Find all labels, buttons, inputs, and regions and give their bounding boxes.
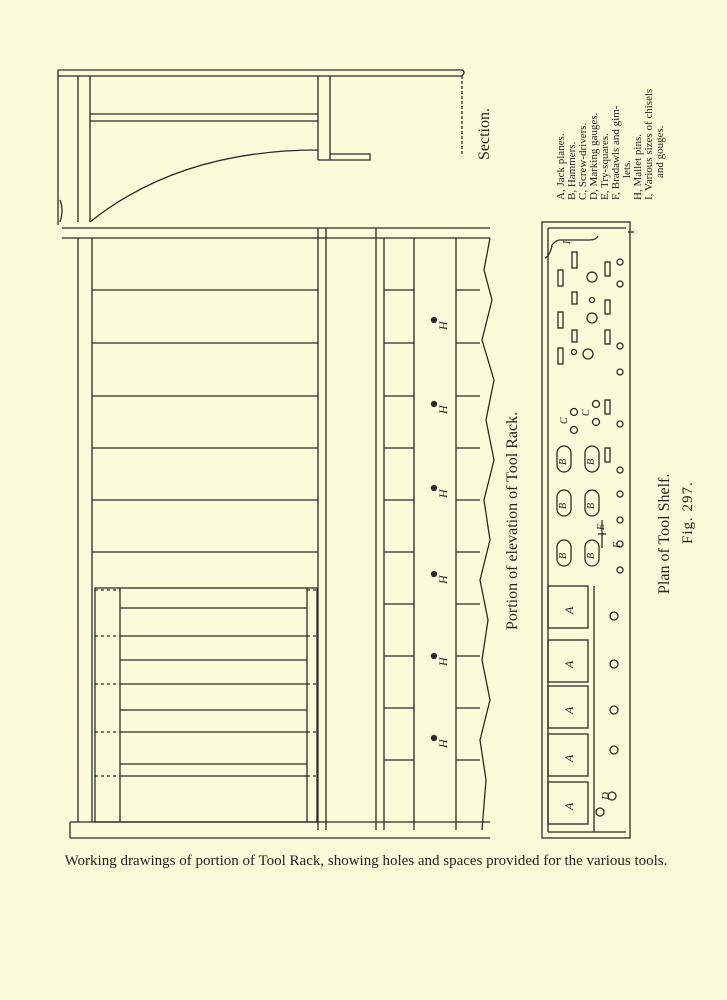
mark-a-4: A: [562, 754, 576, 762]
mark-i: I: [562, 240, 573, 244]
mark-a-5: A: [562, 802, 576, 810]
elevation-view: [62, 227, 495, 839]
mark-a-3: A: [562, 706, 576, 714]
mark-b-3: B: [558, 502, 569, 509]
figure-label: Fig. 297.: [680, 481, 696, 544]
section-view: [57, 69, 465, 225]
mark-f: F: [612, 541, 623, 548]
legend-item-f: F, Bradawls and gim-: [610, 105, 622, 200]
mark-h-6: H: [436, 739, 450, 748]
elevation-label: Portion of elevation of Tool Rack.: [504, 411, 521, 630]
plan-label: Plan of Tool Shelf.: [656, 473, 673, 594]
legend-item-i-cont: and gouges.: [654, 125, 666, 178]
mallet-pins: [430, 316, 438, 742]
section-label: Section.: [476, 108, 493, 160]
mark-h-1: H: [436, 321, 450, 330]
mark-c-2: C: [581, 409, 592, 416]
mark-b-6: B: [586, 552, 597, 559]
mark-a-1: A: [562, 606, 576, 614]
mark-h-4: H: [436, 575, 450, 584]
mark-b-1: B: [558, 458, 569, 465]
mark-a-2: A: [562, 660, 576, 668]
mark-b-2: B: [586, 458, 597, 465]
mark-h-3: H: [436, 489, 450, 498]
mark-b-4: B: [586, 502, 597, 509]
legend: A, Jack planes. B, Hammers. C, Screw-dri…: [555, 89, 666, 200]
mark-d: D: [600, 792, 612, 800]
mark-h-2: H: [436, 405, 450, 414]
plan-view: [541, 221, 634, 839]
mark-c-1: C: [559, 417, 570, 424]
mark-h-5: H: [436, 657, 450, 666]
figure-caption: Working drawings of portion of Tool Rack…: [64, 853, 668, 869]
mark-e: E: [596, 523, 607, 530]
mark-b-5: B: [558, 552, 569, 559]
